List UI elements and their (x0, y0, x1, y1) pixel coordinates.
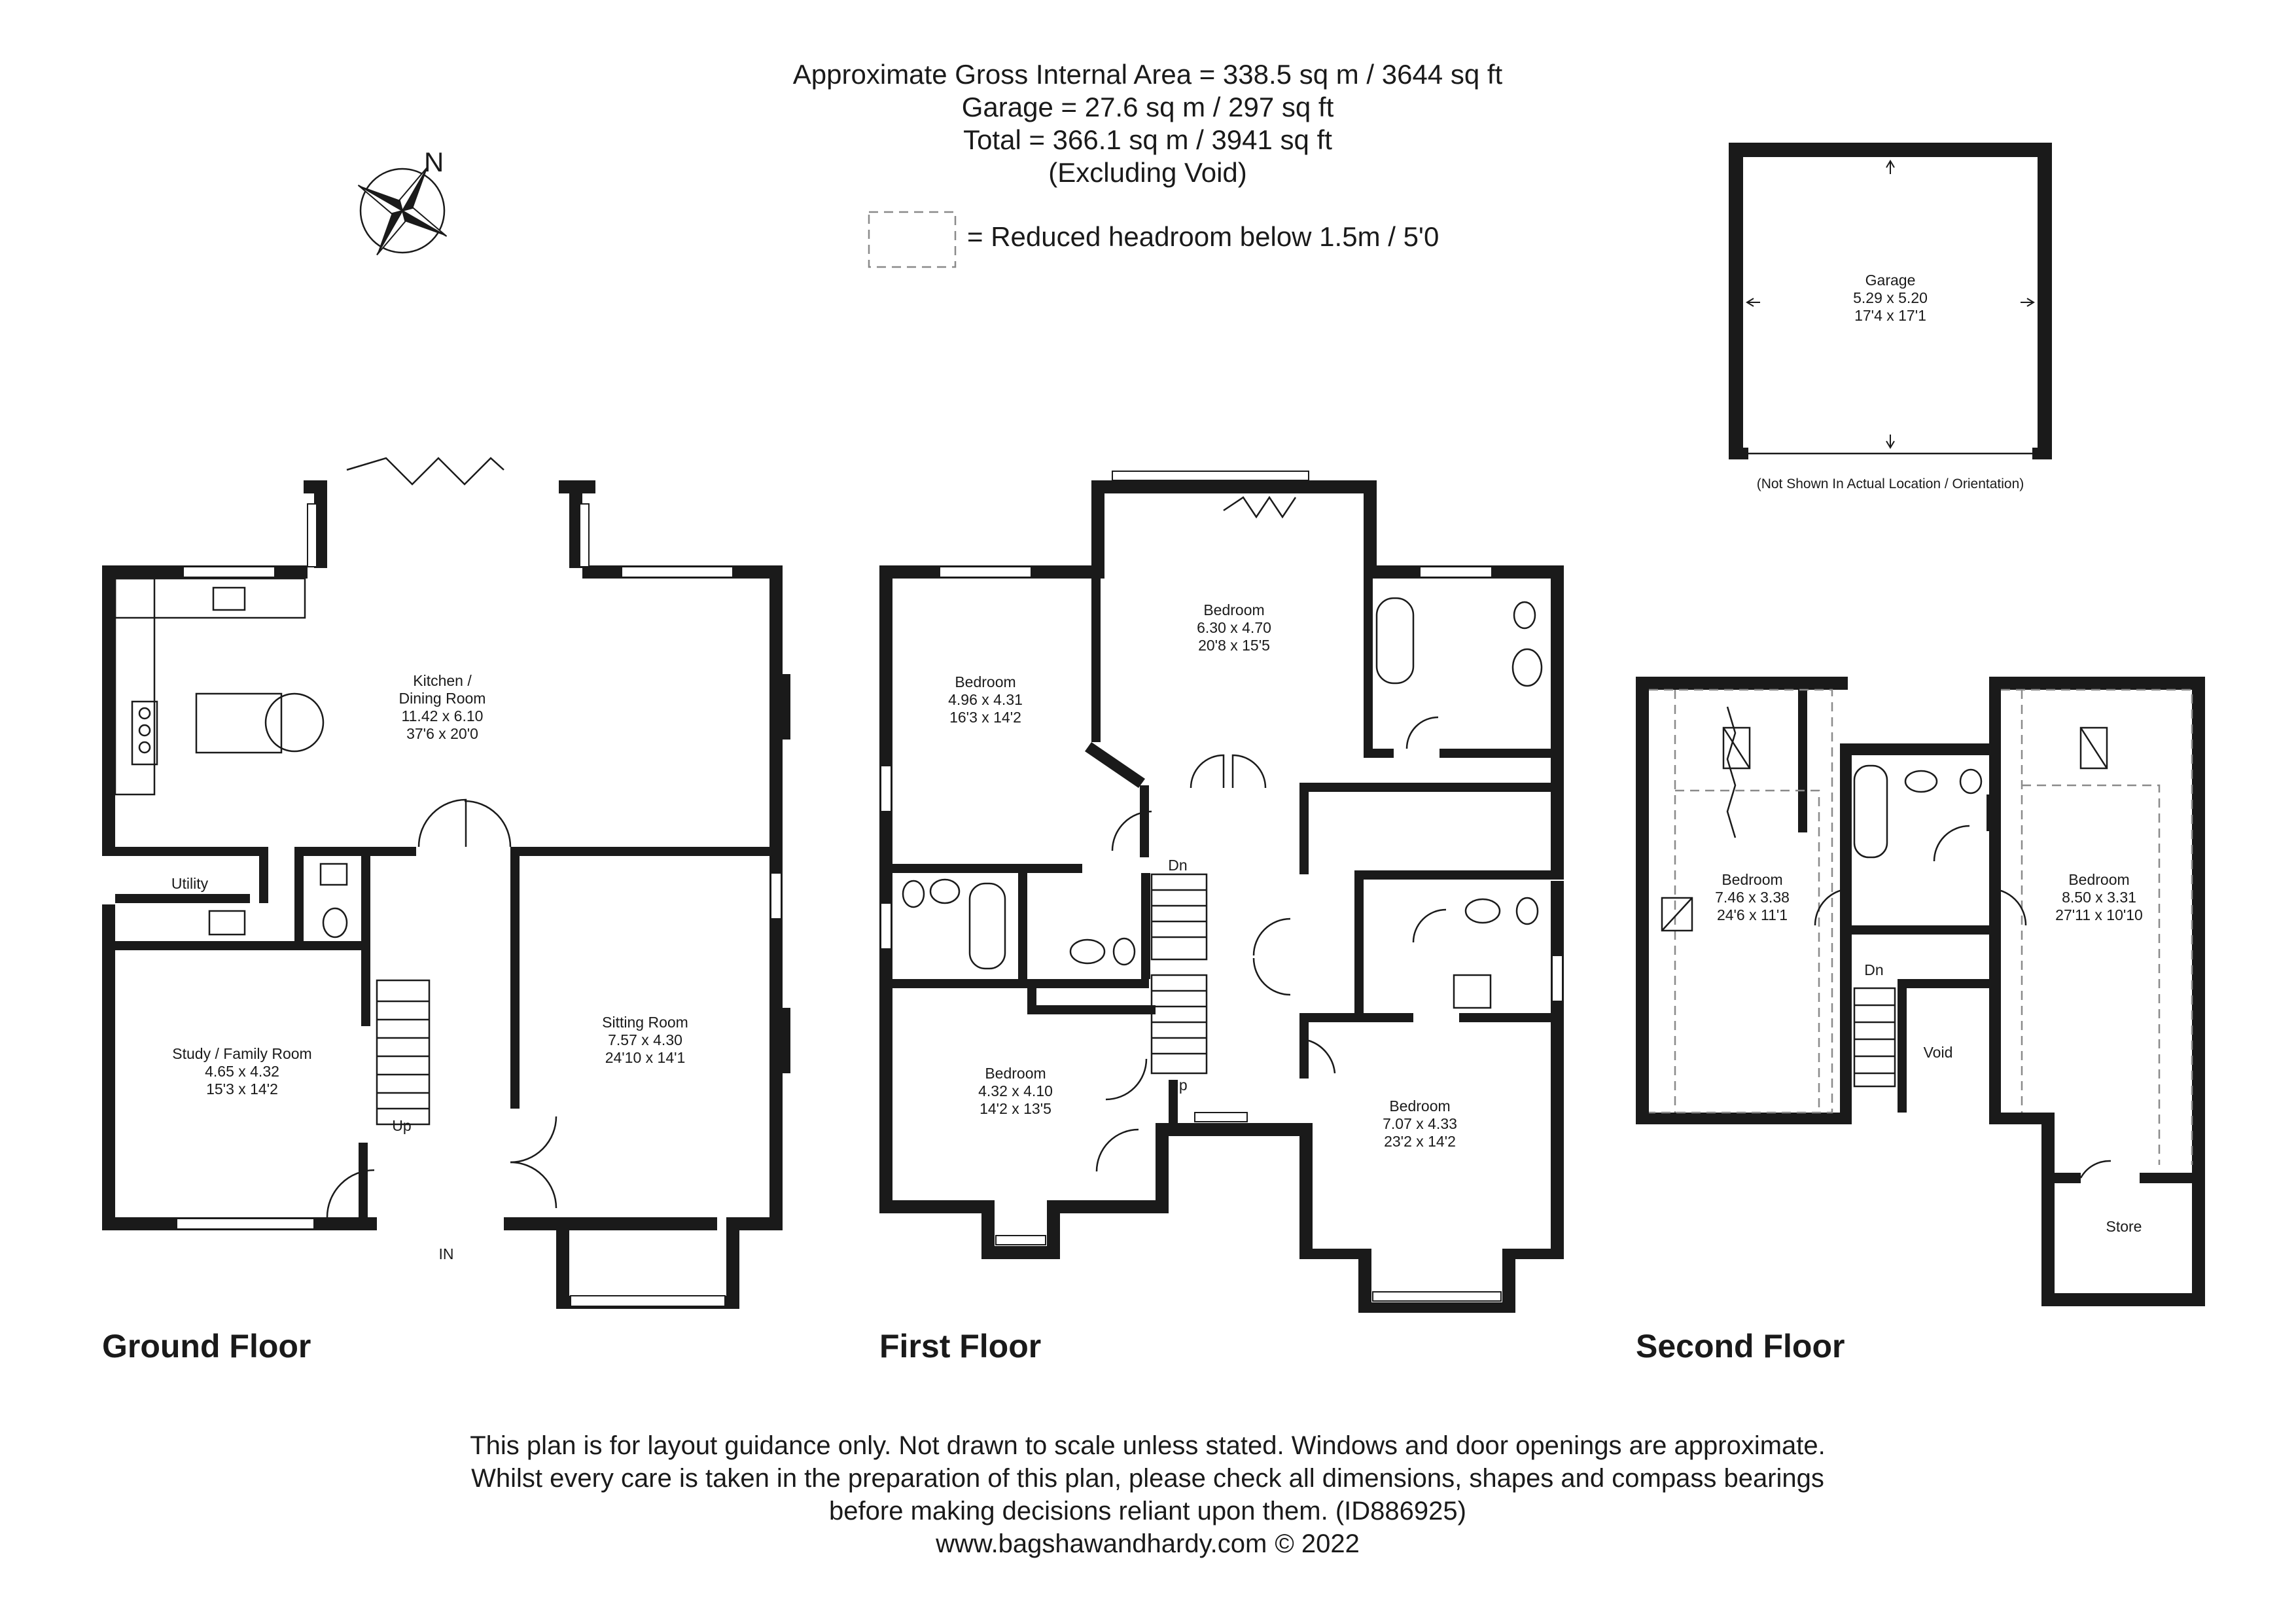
disclaimer-line-1: This plan is for layout guidance only. N… (470, 1431, 1826, 1460)
bed-right-imperial: 27'11 x 10'10 (2055, 906, 2143, 923)
compass-icon (357, 166, 448, 256)
study-imperial: 15'3 x 14'2 (206, 1080, 278, 1097)
compass-north-label: N (424, 147, 444, 177)
second-floor-stairs (1853, 987, 1896, 1088)
ground-stairs-up-label: Up (392, 1117, 411, 1134)
bed-se-name: Bedroom (1389, 1097, 1450, 1115)
first-floor-title: First Floor (879, 1328, 1041, 1364)
website-footer: www.bagshawandhardy.com © 2022 (935, 1529, 1360, 1558)
ground-floor-plan: Kitchen / Dining Room 11.42 x 6.10 37'6 … (102, 457, 790, 1364)
study-metric: 4.65 x 4.32 (205, 1063, 279, 1080)
store-label: Store (2106, 1218, 2142, 1235)
garage-plan: Garage 5.29 x 5.20 17'4 x 17'1 (Not Show… (1729, 143, 2052, 491)
bed-main-name: Bedroom (1203, 601, 1264, 618)
first-floor-stairs (1150, 873, 1208, 1075)
bed-nw-metric: 4.96 x 4.31 (948, 691, 1023, 708)
bed-left-imperial: 24'6 x 11'1 (1717, 906, 1788, 923)
second-floor-plan: Bedroom 7.46 x 3.38 24'6 x 11'1 Bedroom … (1636, 677, 2205, 1364)
bed-sw-imperial: 14'2 x 13'5 (980, 1100, 1051, 1117)
bed-sw-name: Bedroom (985, 1065, 1046, 1082)
sitting-room-imperial: 24'10 x 14'1 (605, 1049, 686, 1066)
first-floor-plan: Bedroom 4.96 x 4.31 16'3 x 14'2 Bedroom … (879, 471, 1564, 1364)
kitchen-metric: 11.42 x 6.10 (402, 707, 484, 724)
first-stairs-down-label: Dn (1168, 857, 1187, 874)
bed-right-metric: 8.50 x 3.31 (2062, 889, 2136, 906)
bed-se-imperial: 23'2 x 14'2 (1384, 1133, 1456, 1150)
garage-area-line: Garage = 27.6 sq m / 297 sq ft (962, 92, 1334, 122)
website-link: www.bagshawandhardy.com (935, 1529, 1267, 1558)
garage-imperial: 17'4 x 17'1 (1854, 307, 1926, 324)
bed-main-metric: 6.30 x 4.70 (1197, 619, 1271, 636)
bed-main-imperial: 20'8 x 15'5 (1198, 637, 1270, 654)
excluding-void-line: (Excluding Void) (1048, 157, 1247, 188)
copyright-text: © 2022 (1275, 1529, 1360, 1558)
bed-nw-imperial: 16'3 x 14'2 (949, 709, 1021, 726)
bed-right-name: Bedroom (2068, 871, 2129, 888)
bed-left-name: Bedroom (1722, 871, 1782, 888)
utility-name: Utility (171, 875, 209, 892)
total-area-line: Total = 366.1 sq m / 3941 sq ft (963, 124, 1332, 155)
bed-left-metric: 7.46 x 3.38 (1715, 889, 1790, 906)
sitting-room-metric: 7.57 x 4.30 (608, 1031, 682, 1048)
kitchen-name-2: Dining Room (399, 690, 486, 707)
second-floor-title: Second Floor (1636, 1328, 1845, 1364)
area-header: Approximate Gross Internal Area = 338.5 … (793, 59, 1503, 268)
void-label: Void (1924, 1044, 1953, 1061)
disclaimer-footer: This plan is for layout guidance only. N… (470, 1431, 1826, 1558)
ground-floor-title: Ground Floor (102, 1328, 311, 1364)
kitchen-name-1: Kitchen / (413, 672, 472, 689)
disclaimer-line-2: Whilst every care is taken in the prepar… (471, 1464, 1824, 1493)
bed-se-metric: 7.07 x 4.33 (1383, 1115, 1457, 1132)
gross-area-line: Approximate Gross Internal Area = 338.5 … (793, 59, 1503, 90)
sitting-room-name: Sitting Room (602, 1014, 688, 1031)
bed-sw-metric: 4.32 x 4.10 (978, 1082, 1053, 1099)
bed-nw-name: Bedroom (955, 673, 1016, 690)
entrance-label: IN (439, 1245, 454, 1262)
ground-floor-stairs (376, 979, 431, 1126)
garage-name: Garage (1865, 272, 1916, 289)
disclaimer-line-3: before making decisions reliant upon the… (829, 1497, 1466, 1525)
reduced-headroom-legend-swatch (868, 211, 957, 268)
garage-location-note: (Not Shown In Actual Location / Orientat… (1757, 476, 2024, 491)
kitchen-imperial: 37'6 x 20'0 (406, 725, 478, 742)
garage-metric: 5.29 x 5.20 (1853, 289, 1928, 306)
reduced-headroom-legend-text: = Reduced headroom below 1.5m / 5'0 (967, 221, 1439, 252)
study-name: Study / Family Room (172, 1045, 311, 1062)
first-stairs-up-label: Up (1168, 1077, 1187, 1094)
second-stairs-down-label: Dn (1864, 961, 1883, 978)
